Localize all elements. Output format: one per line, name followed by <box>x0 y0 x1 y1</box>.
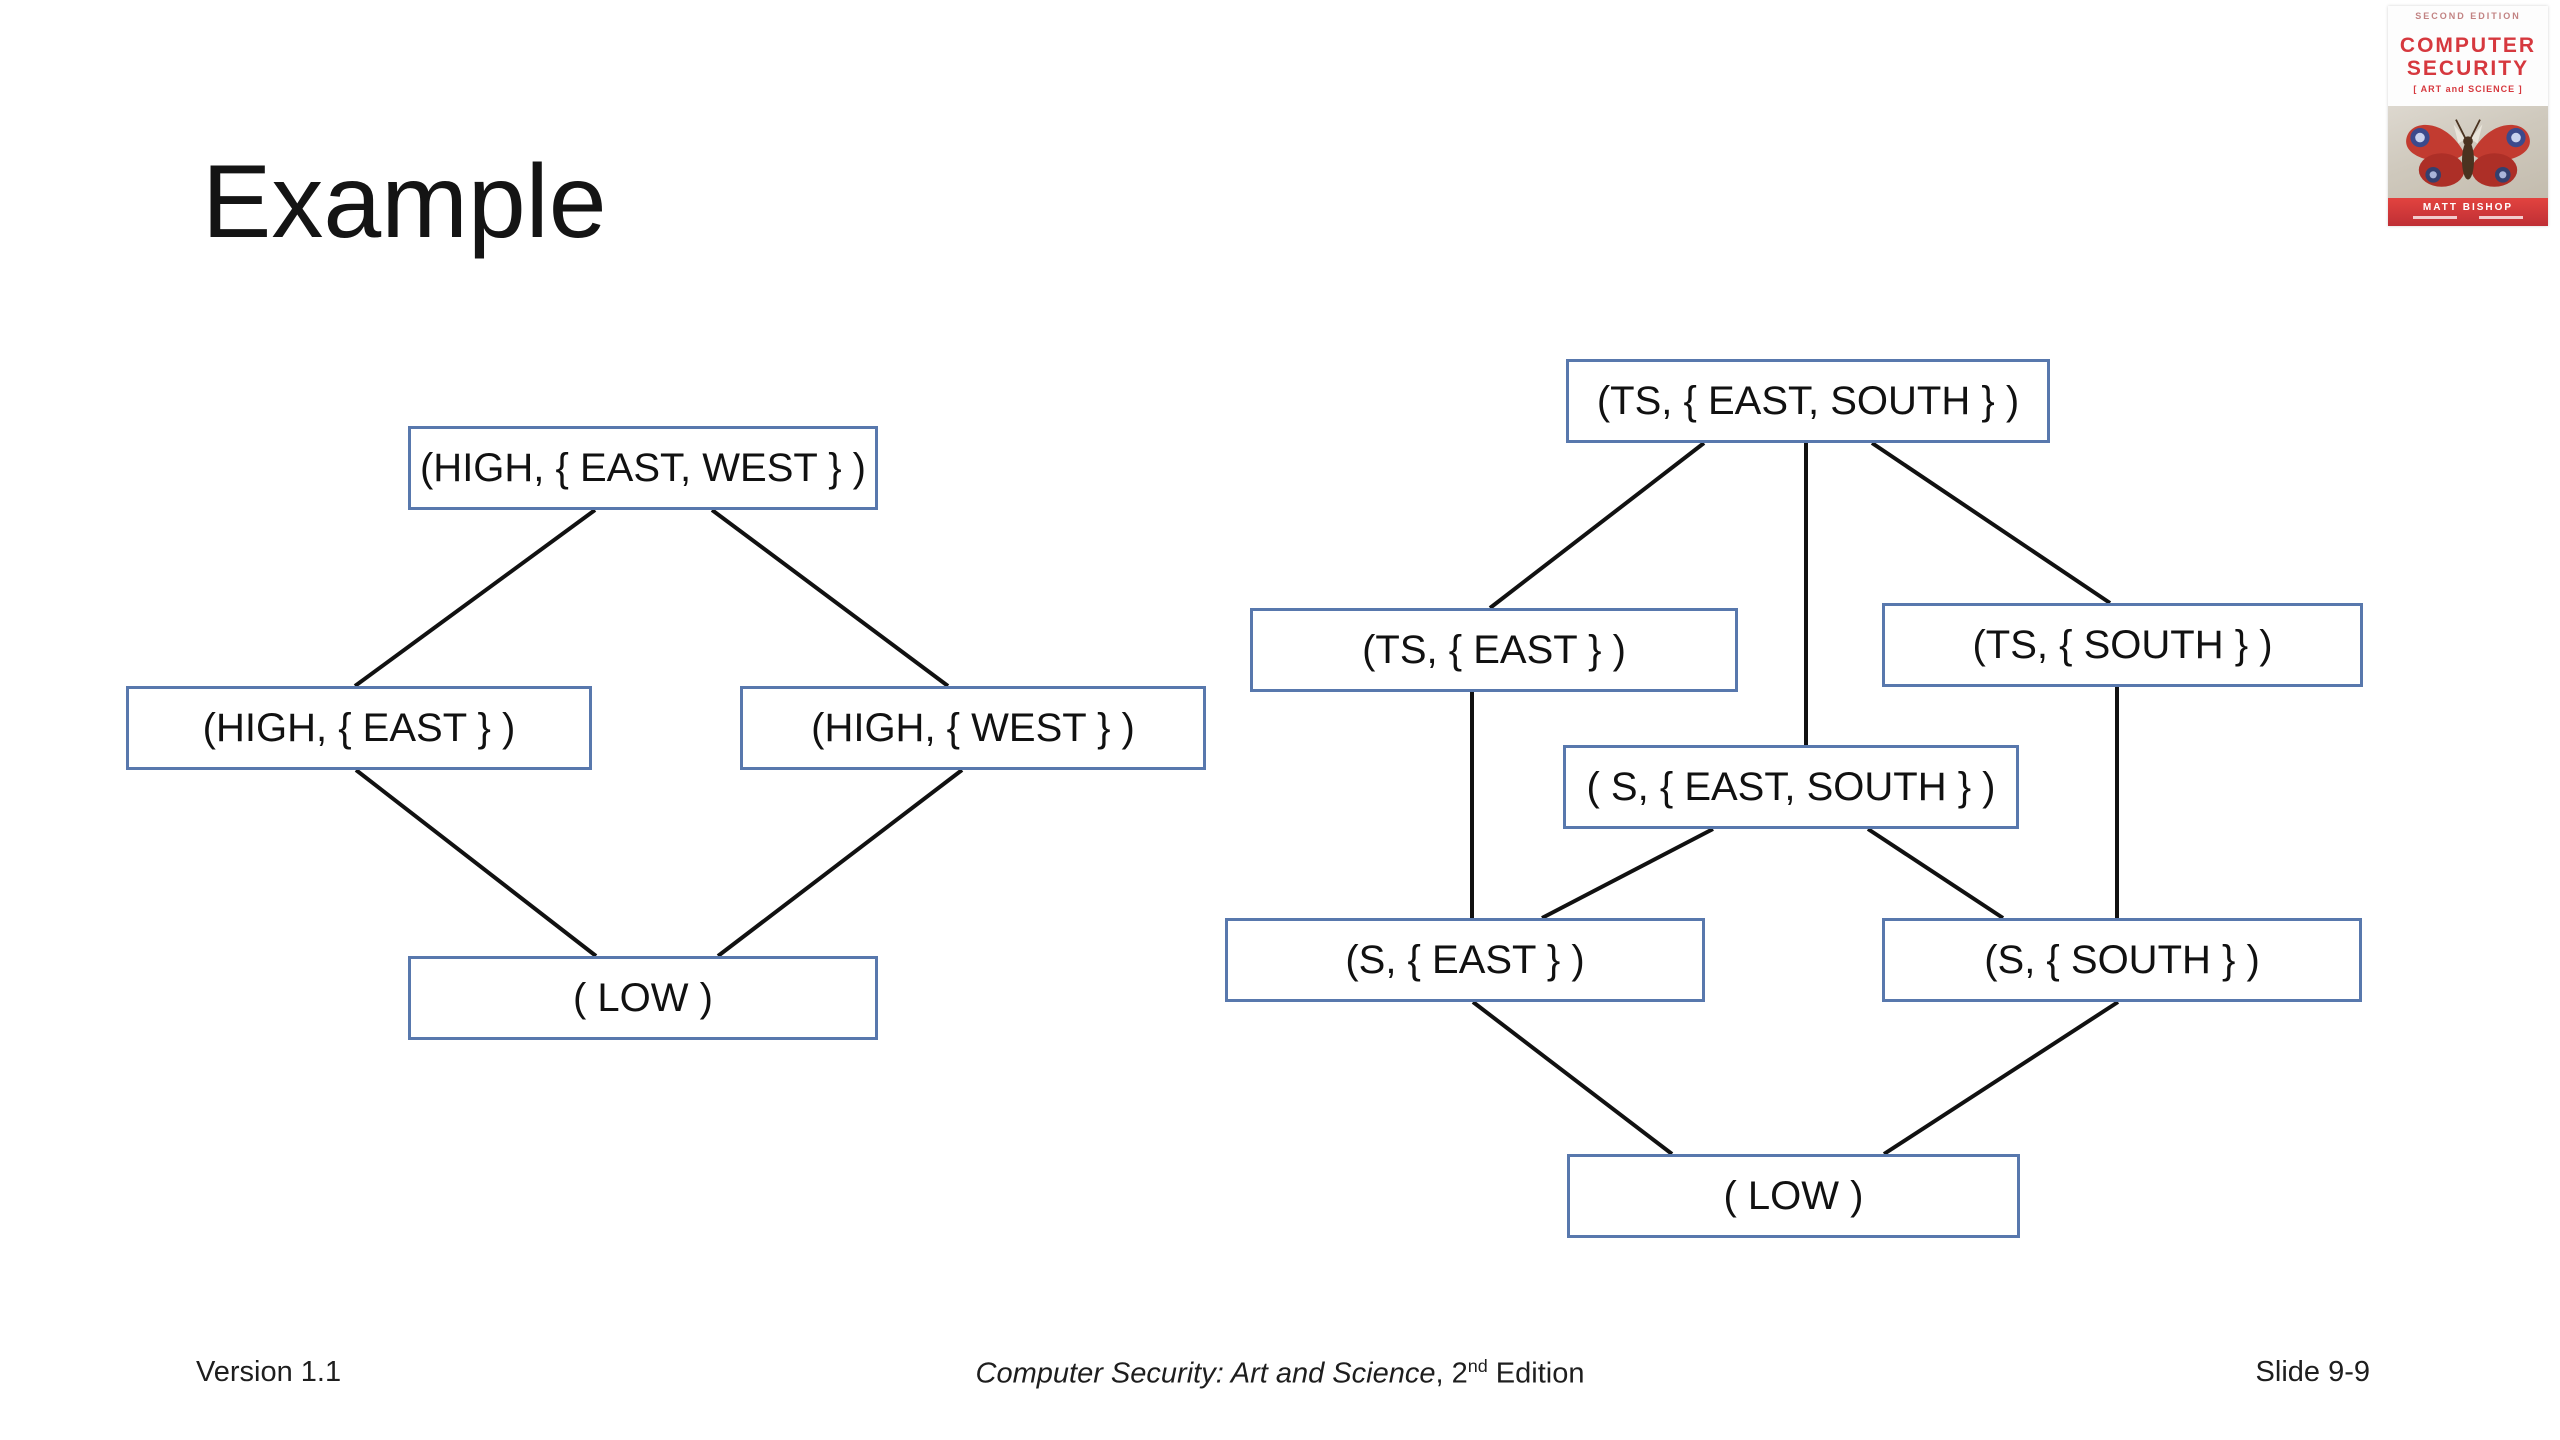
edge-line <box>1541 827 1714 920</box>
edge-line <box>1870 441 2112 605</box>
edge-line <box>1882 1000 2120 1156</box>
cover-art <box>2388 106 2548 198</box>
cover-title-line1: COMPUTER <box>2399 34 2537 57</box>
footer-version: Version 1.1 <box>196 1356 342 1388</box>
node-ts-south: (TS, { SOUTH } ) <box>1882 603 2363 687</box>
footer-slide-number: Slide 9-9 <box>2255 1356 2370 1388</box>
footer-edition-post: Edition <box>1487 1357 1585 1390</box>
edge-line <box>353 508 597 688</box>
node-s-east: (S, { EAST } ) <box>1225 918 1705 1002</box>
cover-title: COMPUTER SECURITY <box>2388 34 2548 80</box>
node-high-west: (HIGH, { WEST } ) <box>740 686 1206 770</box>
edge-line <box>1866 827 2005 920</box>
book-cover-logo: SECOND EDITION COMPUTER SECURITY [ ART a… <box>2388 6 2548 226</box>
cover-author: MATT BISHOP <box>2422 202 2514 213</box>
cover-author-band: MATT BISHOP <box>2388 198 2548 226</box>
node-right-low: ( LOW ) <box>1567 1154 2020 1238</box>
cover-title-line2: SECURITY <box>2406 56 2530 80</box>
edge-line <box>354 768 598 958</box>
node-left-low: ( LOW ) <box>408 956 878 1040</box>
edge-line <box>710 508 950 688</box>
footer-book-title: Computer Security: Art and Science, 2nd … <box>0 1356 2560 1391</box>
edge-line <box>716 768 964 958</box>
edge-line <box>1471 1000 1674 1156</box>
footer-edition-pre: , 2 <box>1435 1357 1468 1390</box>
node-ts-east-south: (TS, { EAST, SOUTH } ) <box>1566 359 2050 443</box>
node-s-south: (S, { SOUTH } ) <box>1882 918 2362 1002</box>
edge-line <box>1488 441 1706 610</box>
footer-edition-sup: nd <box>1467 1356 1488 1376</box>
page-title: Example <box>202 144 607 260</box>
node-ts-east: (TS, { EAST } ) <box>1250 608 1738 692</box>
node-high-east: (HIGH, { EAST } ) <box>126 686 592 770</box>
cover-edition-label: SECOND EDITION <box>2415 11 2521 21</box>
butterfly-icon <box>2406 119 2530 187</box>
node-s-east-south: ( S, { EAST, SOUTH } ) <box>1563 745 2019 829</box>
footer-book-title-italic: Computer Security: Art and Science <box>975 1357 1436 1390</box>
cover-subtitle: [ ART and SCIENCE ] <box>2413 84 2523 95</box>
cover-small-text <box>2413 216 2523 219</box>
node-high-east-west: (HIGH, { EAST, WEST } ) <box>408 426 878 510</box>
